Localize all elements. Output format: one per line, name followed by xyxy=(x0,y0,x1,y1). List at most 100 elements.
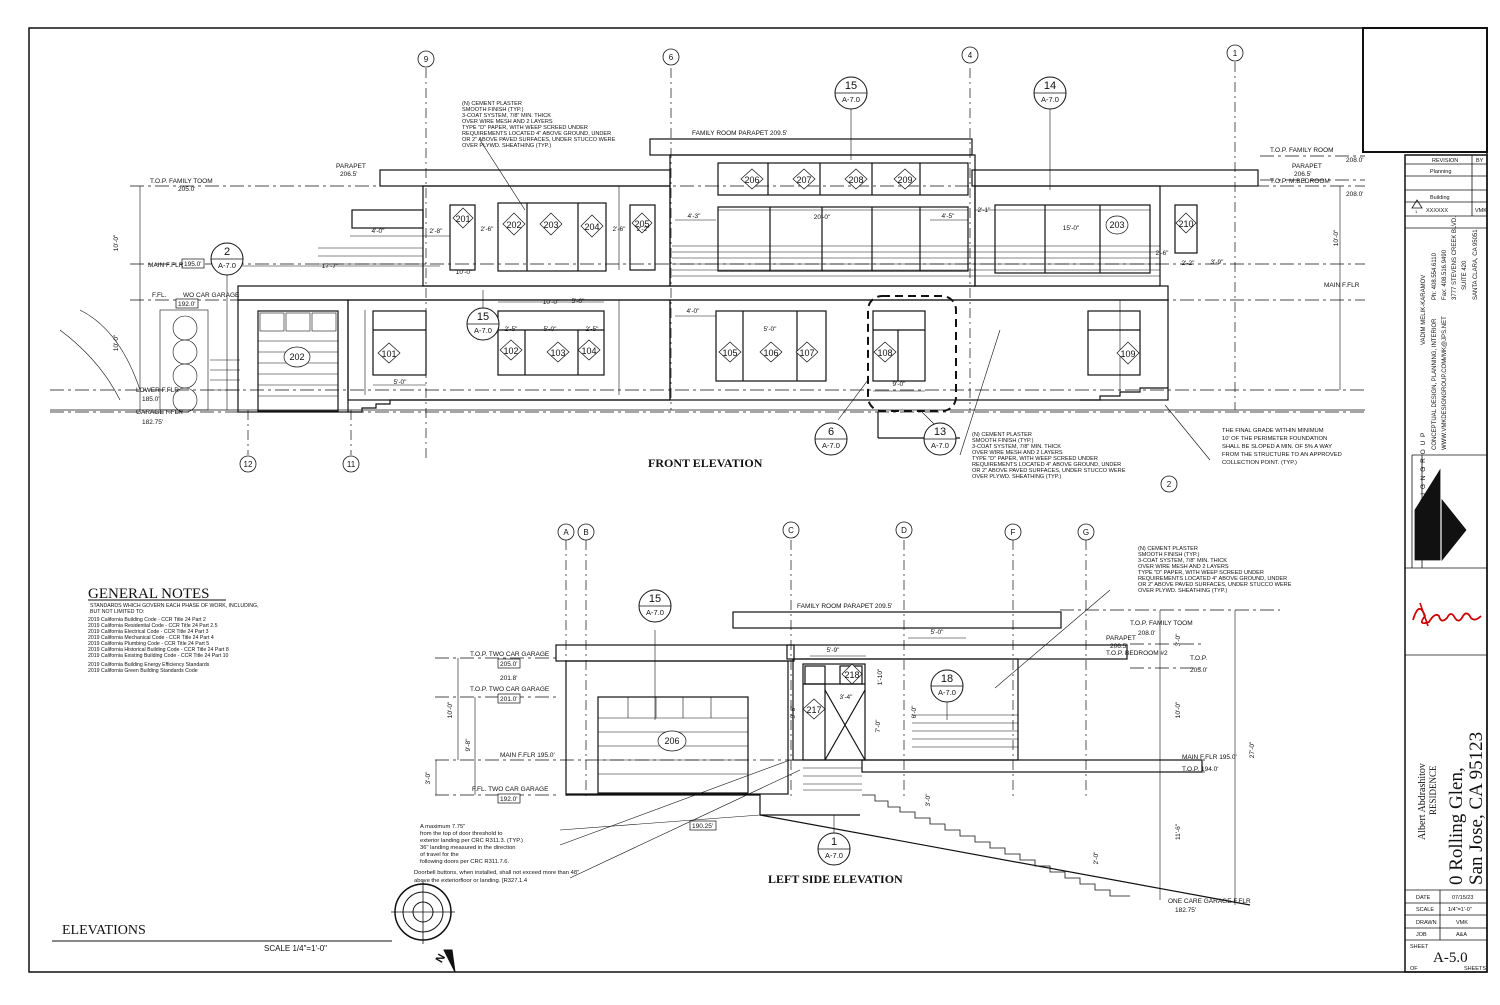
note-line: 3-COAT SYSTEM, 7/8" MIN. THICK xyxy=(1138,558,1227,564)
scale-value: 1/4"=1'-0" xyxy=(1448,907,1472,913)
front-grid-label: 4 xyxy=(968,51,973,60)
front-elevation-title: FRONT ELEVATION xyxy=(648,456,763,470)
dimension-text: 10'-0" xyxy=(456,269,473,276)
note-line: OVER PLYWD. SHEATHING (TYP.) xyxy=(972,474,1061,480)
general-notes-item: 2019 California Historical Building Code… xyxy=(88,647,229,653)
left-grid-bubbles xyxy=(557,521,1095,541)
dimension-text: 10'-0" xyxy=(447,701,454,718)
note-line: OVER WIRE MESH AND 2 LAYERS xyxy=(972,450,1063,456)
window-tag: 108 xyxy=(877,348,892,358)
general-notes-item: 2019 California Green Building Standards… xyxy=(88,668,198,674)
callout-number: 1 xyxy=(831,836,837,848)
dimension-text: 10'-0" xyxy=(113,334,120,351)
left-tof-label: T.O.P. TWO CAR GARAGE xyxy=(470,651,550,658)
left-grid-label: B xyxy=(583,528,588,537)
callout-number: 2 xyxy=(224,246,230,258)
title-underlines xyxy=(52,599,392,942)
window-tag: 202 xyxy=(506,220,521,230)
note-line: 36" landing measured in the direction xyxy=(420,845,516,851)
firm-fax: Fax: 408.516.9490 xyxy=(1442,249,1448,300)
dimension-text: 1'-10" xyxy=(877,668,884,685)
project-city: San Jose, CA 95123 xyxy=(1466,732,1487,885)
front-grid-label: 9 xyxy=(424,55,429,64)
project-residence: RESIDENCE xyxy=(1428,765,1438,815)
of-label: OF xyxy=(1410,966,1418,972)
left-dimension-lines xyxy=(435,610,1236,905)
callout-sheet: A-7.0 xyxy=(1041,95,1059,104)
note-line: TYPE "D" PAPER, WITH WEEP SCREED UNDER xyxy=(972,456,1098,462)
window-tag: 209 xyxy=(897,175,912,185)
note-line: (N) CEMENT PLASTER xyxy=(1138,546,1198,552)
front-dimension-lines xyxy=(139,186,1341,412)
front-tof-label: T.O.P. FAMILY ROOM xyxy=(1270,147,1334,154)
window-tag: 203 xyxy=(1109,220,1124,230)
left-side-elevation xyxy=(435,540,1280,906)
note-line: A maximum 7.75" xyxy=(420,824,465,830)
dimension-text: 9'-6" xyxy=(790,705,797,719)
note-line: OVER PLYWD. SHEATHING (TYP.) xyxy=(462,143,551,149)
general-notes-item: 2019 California Building Code - CCR Titl… xyxy=(88,617,206,623)
general-notes-title: GENERAL NOTES xyxy=(88,586,210,602)
one-car-garage-label: ONE CARE GARAGE F.FLR xyxy=(1168,898,1251,905)
window-tag: 210 xyxy=(1178,219,1193,229)
window-tag: 201 xyxy=(455,214,470,224)
dimension-text: 3'-9" xyxy=(1211,259,1225,266)
sheet-number: A-5.0 xyxy=(1433,950,1468,966)
left-grid-label: A xyxy=(563,528,569,537)
dimension-text: 5'-9" xyxy=(827,647,841,654)
left-parapet-label: FAMILY ROOM PARAPET 209.5' xyxy=(797,603,892,610)
dimension-text: 15'-0" xyxy=(1063,225,1080,232)
revision-header: REVISION xyxy=(1432,158,1458,164)
sheet-title: ELEVATIONS xyxy=(62,923,146,938)
note-line: SMOOTH FINISH (TYP.) xyxy=(972,438,1034,444)
front-tof-label: T.O.P. FAMILY TOOM xyxy=(150,178,213,185)
left-elevation-value: 201.8' xyxy=(500,675,518,682)
note-line: REQUIREMENTS LOCATED 4" ABOVE GROUND, UN… xyxy=(462,131,611,137)
dimension-text: 9'-8" xyxy=(465,738,472,752)
callout-number: 18 xyxy=(941,673,953,685)
note-line: OR 2" ABOVE PAVED SURFACES, UNDER STUCCO… xyxy=(1138,582,1292,588)
dimension-text: 10'-0" xyxy=(1333,229,1340,246)
project-owner: Albert Abdrashitov xyxy=(1417,763,1428,840)
final-grade-note: THE FINAL GRADE WITHIN MINIMUM 10' OF TH… xyxy=(1222,428,1342,466)
callout-number: 15 xyxy=(477,311,489,323)
note-line: from the top of door threshold to xyxy=(420,831,503,837)
tag-ellipses xyxy=(283,215,1129,752)
scale-label: SCALE xyxy=(1416,907,1434,913)
callout-number: 6 xyxy=(828,426,834,438)
note-line: above the exteriorfloor or landing. [R32… xyxy=(414,878,528,884)
callout-sheet: A-7.0 xyxy=(842,95,860,104)
note-line: SHALL BE SLOPED A MIN. OF 5% A WAY xyxy=(1222,444,1332,450)
callout-sheet: A-7.0 xyxy=(822,441,840,450)
front-elevation-value: 208.0' xyxy=(1346,191,1364,198)
front-grid-bubbles xyxy=(239,44,1244,493)
front-railings xyxy=(318,245,1160,277)
note-line: OR 2" ABOVE PAVED SURFACES, UNDER STUCCO… xyxy=(462,137,616,143)
note-line: 3-COAT SYSTEM, 7/8" MIN. THICK xyxy=(462,113,551,119)
window-tag: 105 xyxy=(722,348,737,358)
dimension-text: 6'-0" xyxy=(911,705,918,719)
window-tag: 106 xyxy=(763,348,778,358)
note-line: OR 2" ABOVE PAVED SURFACES, UNDER STUCCO… xyxy=(972,468,1126,474)
dimension-text: 10'-0" xyxy=(113,234,120,251)
window-tag: 217 xyxy=(806,705,821,715)
dimension-text: 5'-0" xyxy=(764,326,778,333)
one-car-garage-value: 182.75' xyxy=(1175,907,1196,914)
project-street: 0 Rolling Glen, xyxy=(1446,767,1467,885)
callout-number: 13 xyxy=(934,426,946,438)
window-tag: 204 xyxy=(584,222,599,232)
dimension-text: 3'-0" xyxy=(425,771,432,785)
note-line: 3-COAT SYSTEM, 7/8" MIN. THICK xyxy=(972,444,1061,450)
note-line: SMOOTH FINISH (TYP.) xyxy=(1138,552,1200,558)
north-label: N xyxy=(434,952,448,965)
note-line: TYPE "D" PAPER, WITH WEEP SCREED UNDER xyxy=(462,125,588,131)
front-lower-windows xyxy=(372,310,1141,382)
callout-dividers xyxy=(211,92,1066,850)
note-line: FROM THE STRUCTURE TO AN APPROVED xyxy=(1222,452,1342,458)
window-tag: 104 xyxy=(581,346,596,356)
general-notes-item: 2019 California Existing Building Code -… xyxy=(88,653,229,659)
firm-website: WWW.VMKDESIGNGROUP.COM xyxy=(1442,359,1448,450)
left-elevation-value: 190.25' xyxy=(692,823,713,830)
